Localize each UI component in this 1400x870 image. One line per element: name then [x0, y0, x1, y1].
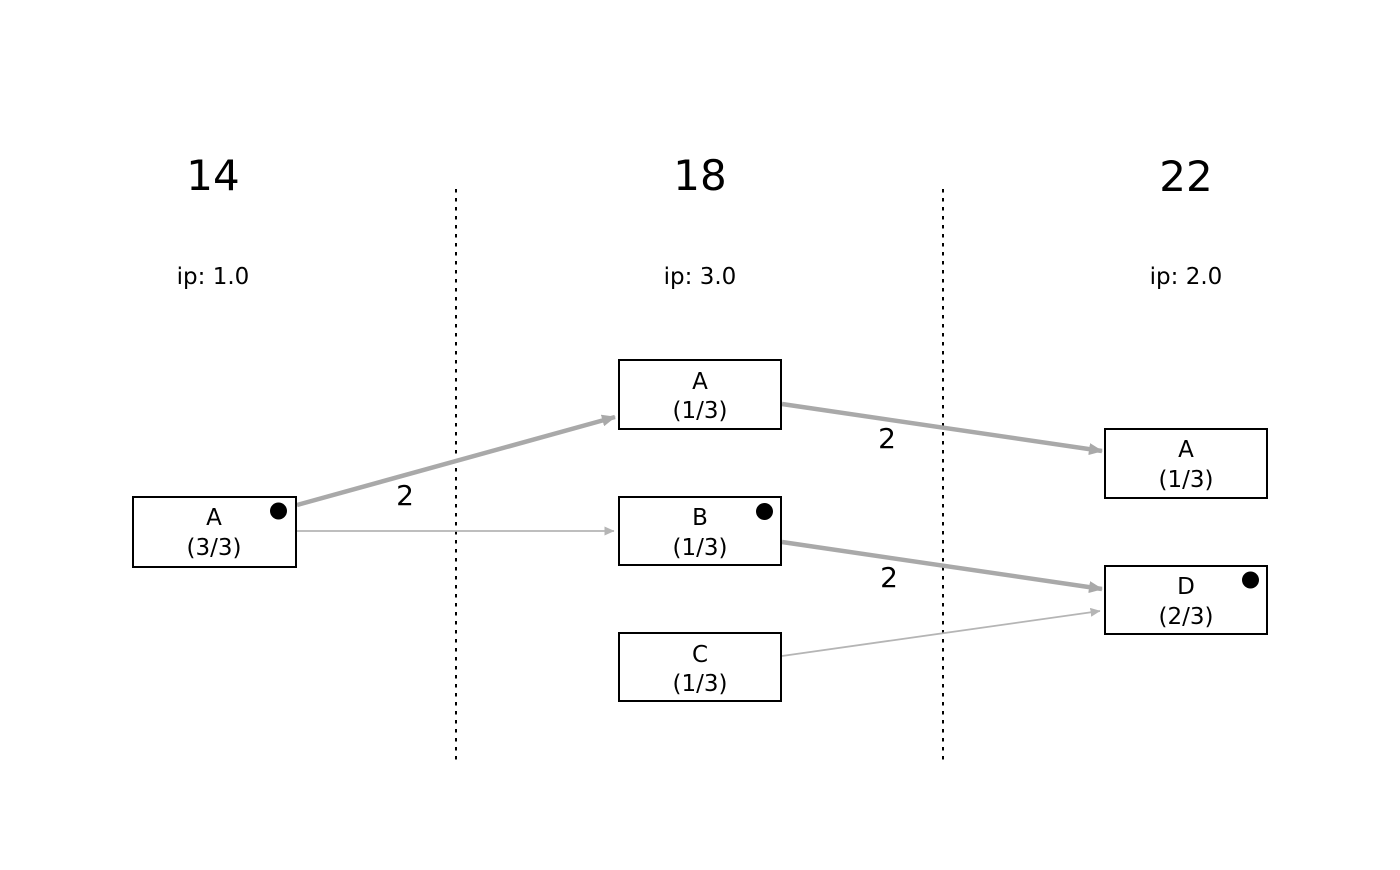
node-fraction-label: (1/3)	[1159, 467, 1214, 493]
node-marker-dot-icon	[270, 502, 287, 520]
edge-weight-label: 2	[878, 422, 896, 455]
edge-weight-label: 2	[396, 479, 414, 512]
edge-A14-to-A18	[296, 414, 616, 508]
node-box	[1104, 428, 1268, 499]
node-C-18: C (1/3)	[618, 632, 782, 702]
node-label: D	[1177, 574, 1195, 600]
node-marker-dot-icon	[756, 503, 773, 520]
node-label: C	[692, 642, 708, 668]
edge-weight-label: 2	[880, 561, 898, 594]
ip-label: ip: 2.0	[1150, 264, 1223, 290]
node-label: A	[1178, 437, 1194, 463]
ip-label: ip: 3.0	[664, 264, 737, 290]
node-D-22: D (2/3)	[1104, 565, 1268, 635]
node-B-18: B (1/3)	[618, 496, 782, 566]
node-box	[1104, 565, 1268, 635]
edge-C18-to-D22	[781, 607, 1101, 657]
node-label: B	[692, 505, 708, 531]
node-box	[618, 632, 782, 702]
node-A-18: A (1/3)	[618, 359, 782, 430]
column-header: 18	[673, 151, 726, 200]
node-fraction-label: (2/3)	[1159, 604, 1214, 630]
edge-B18-to-D22	[781, 539, 1103, 594]
node-box	[618, 359, 782, 430]
edge-A18-to-A22	[781, 401, 1103, 456]
ip-label: ip: 1.0	[177, 264, 250, 290]
node-fraction-label: (1/3)	[673, 671, 728, 697]
node-label: A	[206, 505, 222, 531]
node-marker-dot-icon	[1242, 571, 1259, 589]
node-fraction-label: (1/3)	[673, 535, 728, 561]
column-header: 14	[186, 151, 239, 200]
column-header: 22	[1159, 152, 1212, 201]
node-box	[618, 496, 782, 566]
node-label: A	[692, 369, 708, 395]
node-fraction-label: (3/3)	[187, 535, 242, 561]
node-box	[132, 496, 297, 568]
node-A-22: A (1/3)	[1104, 428, 1268, 499]
node-fraction-label: (1/3)	[673, 398, 728, 424]
node-A-14: A (3/3)	[132, 496, 297, 568]
